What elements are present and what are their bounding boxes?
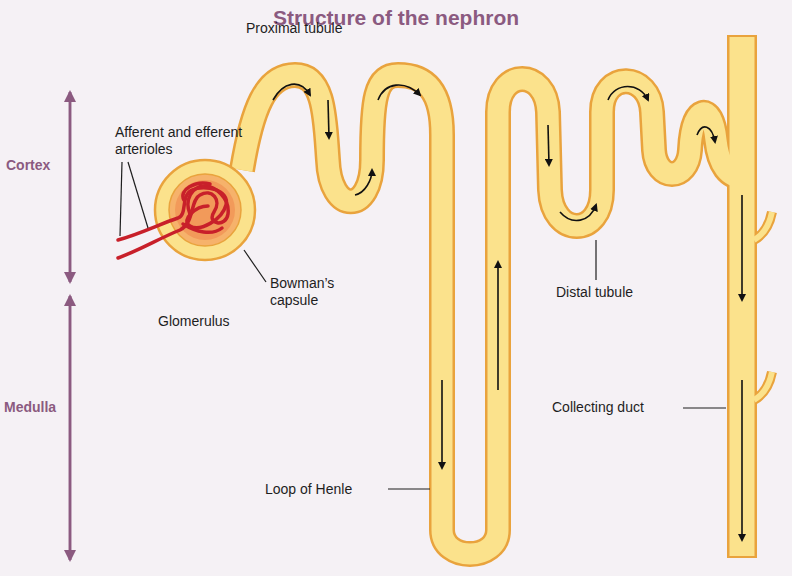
- region-axis: [69, 92, 72, 560]
- part-label: Afferent and efferent arterioles: [115, 124, 255, 158]
- bowmans-capsule: [155, 160, 255, 260]
- diagram-title: Structure of the nephron: [0, 6, 792, 30]
- region-label: Cortex: [6, 156, 50, 175]
- part-label: Proximal tubule: [246, 20, 343, 37]
- part-label: Bowman’s capsule: [270, 275, 350, 309]
- leader-lines: [120, 162, 726, 489]
- part-label: Distal tubule: [556, 284, 633, 301]
- nephron-tubule: [242, 35, 772, 558]
- region-label: Medulla: [4, 398, 56, 417]
- part-label: Collecting duct: [552, 399, 644, 416]
- part-label: Loop of Henle: [265, 481, 352, 498]
- part-label: Glomerulus: [158, 313, 230, 330]
- glomerulus-capillaries: [118, 183, 228, 258]
- flow-arrows: [273, 84, 742, 540]
